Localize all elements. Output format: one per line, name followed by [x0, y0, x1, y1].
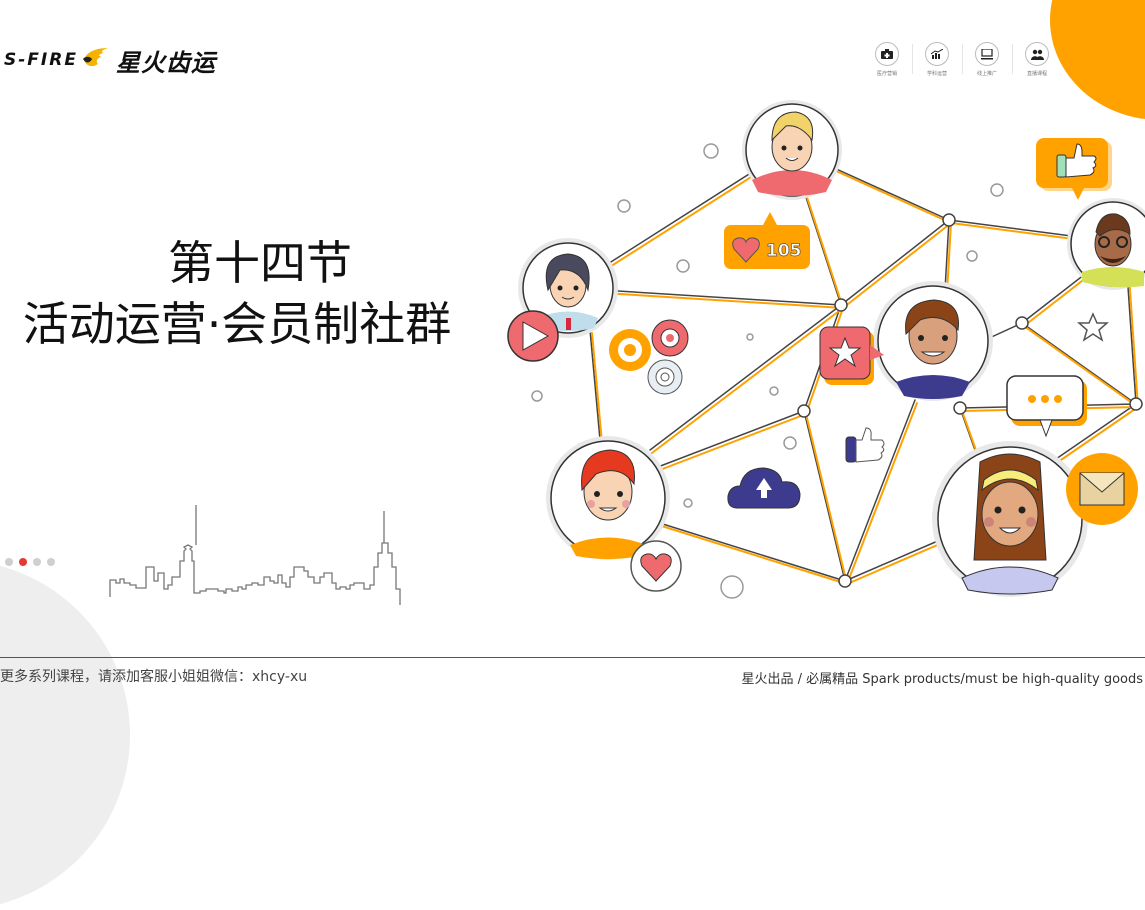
header-item-label: 线上推广 [976, 71, 997, 77]
chat-dots-icon [1006, 375, 1087, 438]
logo-text-cn: 星火齿运 [115, 48, 216, 77]
medical-kit-icon [881, 49, 893, 59]
page-dot-3[interactable] [33, 558, 41, 566]
footer-contact-text: 更多系列课程，请添加客服小姐姐微信：xhcy-xu [0, 669, 308, 685]
slide-title: 第十四节 活动运营·会员制社群 [0, 234, 500, 356]
cloud-upload-icon [727, 467, 801, 509]
monitor-icon [981, 48, 993, 59]
growth-chart-icon [931, 49, 943, 59]
network-nodes [797, 213, 1143, 588]
gear-icon-red [651, 319, 689, 357]
heart-icon [732, 237, 760, 263]
avatar-headband-woman [932, 441, 1088, 597]
thumbs-up-icon [845, 427, 885, 463]
lesson-number: 第十四节 [168, 236, 352, 290]
likes-bubble: 105 [724, 212, 810, 269]
header-item-people[interactable]: 直播课程 [1012, 42, 1062, 77]
gear-icon-orange [609, 329, 651, 371]
header-item-growth[interactable]: 学科运营 [912, 42, 962, 77]
envelope-icon [1066, 453, 1138, 525]
gear-icon-grey [647, 359, 683, 395]
tower-spire [195, 505, 197, 545]
city-skyline-illustration [109, 511, 401, 605]
brand-logo: S-FIRE 星火齿运 [4, 44, 216, 77]
slide-pagination [5, 558, 55, 566]
grey-corner-decoration [0, 560, 130, 910]
play-icon [507, 310, 559, 362]
page-dot-4[interactable] [47, 558, 55, 566]
lesson-topic: 活动运营·会员制社群 [22, 297, 452, 351]
header-item-monitor[interactable]: 线上推广 [962, 42, 1012, 77]
logo-text-en: S-FIRE [4, 50, 78, 70]
heart-icon [630, 540, 682, 592]
svg-text:105: 105 [766, 241, 802, 261]
social-network-illustration: 105 [507, 100, 1145, 599]
header-icon-bar: 医疗营销 学科运营 线上推广 直播课程 [862, 42, 1062, 77]
avatar-glasses-man [1067, 198, 1145, 290]
avatar-red-hair-woman [546, 436, 670, 560]
star-bubble-icon [819, 326, 884, 385]
star-icon [1077, 312, 1109, 342]
thumbs-up-bubble-icon [1036, 138, 1112, 200]
page-dot-2-active[interactable] [19, 558, 27, 566]
header-item-label: 直播课程 [1026, 71, 1047, 77]
header-item-label: 学科运营 [926, 71, 947, 77]
footer-divider [0, 657, 1145, 658]
people-icon [1030, 49, 1044, 60]
avatar-blond-man [742, 100, 842, 200]
footer-slogan: 星火出品 / 必属精品 Spark products/must be high-… [741, 672, 1143, 687]
flame-bird-icon [80, 46, 110, 74]
header-item-medical[interactable]: 医疗营销 [862, 42, 912, 77]
avatar-brown-hair-man [873, 281, 993, 401]
page-dot-1[interactable] [5, 558, 13, 566]
header-item-label: 医疗营销 [876, 71, 897, 77]
